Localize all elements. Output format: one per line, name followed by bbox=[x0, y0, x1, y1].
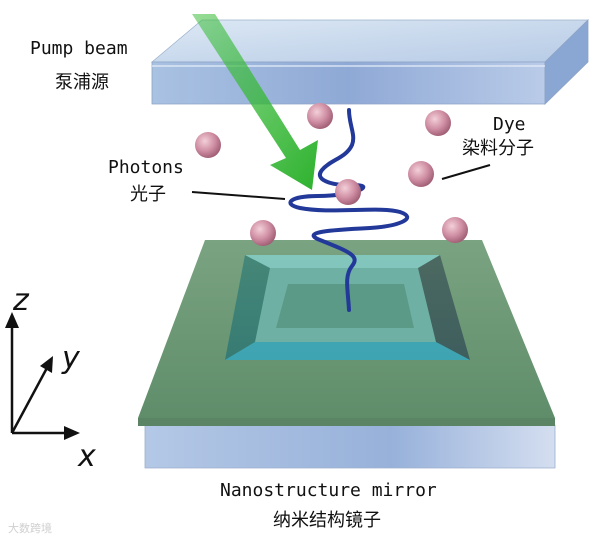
pump-beam-cn-label: 泵浦源 bbox=[55, 72, 109, 93]
axes: z y x bbox=[5, 283, 96, 474]
dye-molecule bbox=[250, 220, 276, 246]
watermark: 大数跨境 bbox=[8, 521, 52, 535]
mirror-cn-label: 纳米结构镜子 bbox=[273, 510, 381, 531]
dye-molecule bbox=[425, 110, 451, 136]
photons-cn-label: 光子 bbox=[130, 184, 166, 205]
dye-cn-label: 染料分子 bbox=[462, 138, 534, 159]
photons-leader-line bbox=[191, 191, 286, 200]
photon-wave bbox=[288, 108, 409, 312]
dye-molecule bbox=[335, 179, 361, 205]
axis-z-label: z bbox=[12, 283, 30, 318]
pump-beam-arrow bbox=[192, 14, 318, 190]
bottom-glass-slab bbox=[144, 424, 556, 469]
dye-molecule bbox=[408, 161, 434, 187]
axis-x-label: x bbox=[77, 439, 96, 474]
watermark-text: 大数跨境 bbox=[8, 521, 52, 535]
nanostructure-mirror-plate bbox=[138, 240, 555, 426]
dye-molecule bbox=[195, 132, 221, 158]
dye-label: Dye bbox=[493, 114, 526, 135]
pump-beam-label: Pump beam bbox=[30, 38, 128, 59]
axis-y-label: y bbox=[61, 341, 81, 376]
mirror-label: Nanostructure mirror bbox=[220, 480, 437, 501]
dye-molecules bbox=[195, 103, 468, 246]
dye-molecule bbox=[442, 217, 468, 243]
dye-molecule bbox=[307, 103, 333, 129]
photons-label: Photons bbox=[108, 157, 184, 178]
dye-leader-line bbox=[441, 164, 491, 180]
